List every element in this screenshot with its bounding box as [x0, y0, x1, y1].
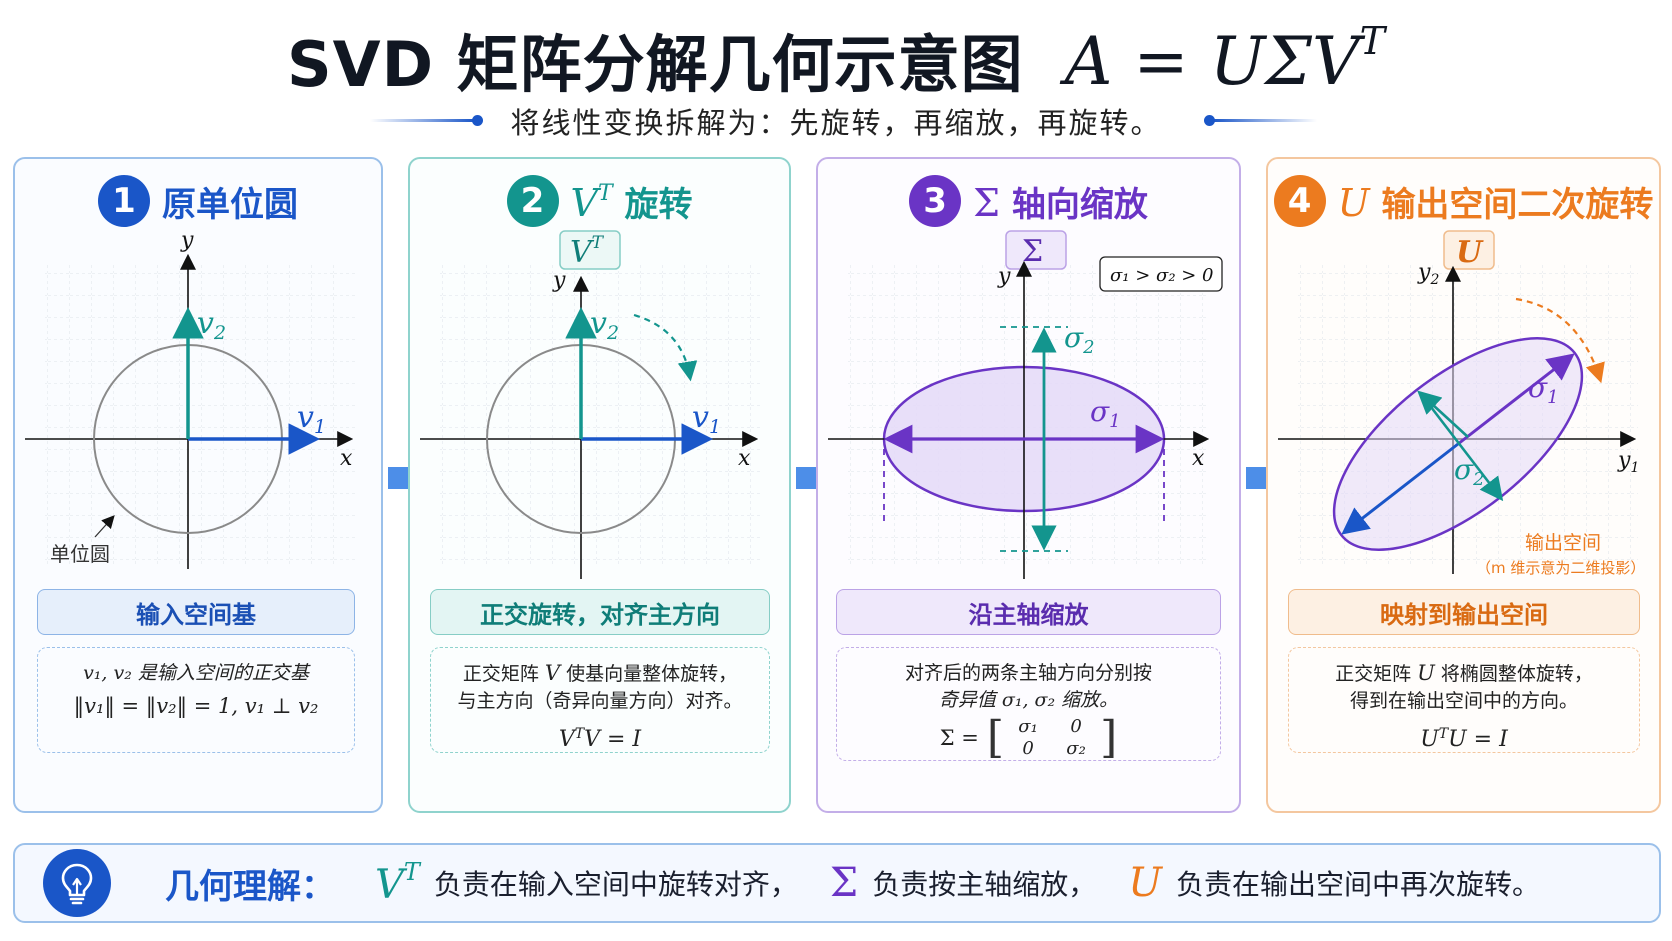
rotation-arrow [633, 313, 698, 382]
panel-header: 1 原单位圆 [15, 173, 381, 229]
desc-line-1: 对齐后的两条主轴方向分别按 [904, 662, 1152, 684]
sigma-scaling-plot: Σ σ₁ > σ₂ > 0 x y σ1 σ2 [828, 230, 1223, 579]
formula-base: A = UΣV [1064, 22, 1360, 100]
panel-description: v₁, v₂ 是输入空间的正交基 ‖v₁‖ = ‖v₂‖ = 1, v₁ ⊥ v… [37, 647, 355, 753]
panel-title: 原单位圆 [162, 184, 298, 225]
y2-axis-label: y2 [1417, 260, 1439, 288]
summary-sigma-text: 负责按主轴缩放， [872, 868, 1097, 901]
vt-badge-box [559, 230, 621, 270]
panel-label: 正交旋转，对齐主方向 [430, 589, 770, 635]
summary-text: 几何理解： VT 负责在输入空间中旋转对齐， Σ 负责按主轴缩放， U 负责在输… [165, 858, 1540, 908]
sigma2-vector-neg [1417, 390, 1469, 438]
sigma1-vector-neg [1341, 442, 1459, 535]
panel-label: 映射到输出空间 [1288, 589, 1640, 635]
unit-circle-annotation: 单位圆 [50, 542, 110, 566]
summary-u-symbol: U [1128, 860, 1162, 906]
step-number: 4 [1273, 175, 1326, 227]
u-rotation-plot: U y1 y2 σ1 σ2 输出空间 （m 维示意为二维投影） [1278, 230, 1645, 577]
x-axis-label: x [738, 446, 751, 471]
bracket-right: ] [1100, 712, 1118, 763]
subtitle: 将线性变换拆解为：先旋转，再缩放，再旋转。 [510, 106, 1162, 140]
desc-line-1: 正交矩阵 U 将椭圆整体旋转， [1335, 661, 1593, 685]
desc-line-2: 得到在输出空间中的方向。 [1349, 690, 1578, 712]
panel-label: 输入空间基 [37, 589, 355, 635]
desc-line-1: 正交矩阵 V 使基向量整体旋转， [462, 661, 738, 685]
panel-header: 2 VT 旋转 [410, 173, 789, 229]
y-axis-label: y [552, 268, 566, 293]
summary-vt-symbol: VT [375, 858, 420, 908]
desc-formula: VTV = I [558, 726, 642, 752]
panel-title: VT 旋转 [570, 180, 693, 225]
rotation-arrow [1515, 297, 1605, 384]
y-axis-label: y [180, 228, 194, 253]
desc-line-2: 奇异值 σ₁, σ₂ 缩放。 [938, 689, 1119, 711]
subtitle-dot-right [1204, 115, 1215, 126]
annotation-pointer [94, 515, 115, 538]
grid [440, 264, 760, 564]
step-number: 3 [909, 175, 962, 227]
summary-sigma-symbol: Σ [829, 860, 859, 906]
summary-lead: 几何理解： [165, 866, 335, 907]
panel-sigma-scaling: 3 Σ 轴向缩放 Σ σ₁ > σ₂ > 0 x y σ1 σ2 沿主轴缩放 对… [816, 157, 1241, 813]
panel-title: U 输出空间二次旋转 [1337, 180, 1654, 225]
condition-text: σ₁ > σ₂ > 0 [1110, 265, 1214, 286]
desc-formula: UTU = I [1420, 726, 1508, 752]
step-number: 2 [506, 175, 559, 227]
panel-vt-rotation: 2 VT 旋转 VT x y v1 v2 正交旋转，对齐主方向 正交矩阵 V 使… [408, 157, 791, 813]
summary-bar: 几何理解： VT 负责在输入空间中旋转对齐， Σ 负责按主轴缩放， U 负责在输… [13, 843, 1661, 923]
sigma2-label: σ2 [1064, 321, 1095, 358]
vt-badge: VT [570, 233, 605, 270]
page-title: SVD 矩阵分解几何示意图 A = UΣVT [0, 14, 1672, 104]
desc-line-2: ‖v₁‖ = ‖v₂‖ = 1, v₁ ⊥ v₂ [73, 694, 319, 718]
panel-label: 沿主轴缩放 [836, 589, 1221, 635]
panel-title: Σ 轴向缩放 [973, 180, 1148, 225]
unit-circle-plot: x y v1 v2 单位圆 [25, 228, 355, 569]
title-formula: A = UΣVT [1064, 19, 1385, 100]
projection-note: （m 维示意为二维投影） [1476, 559, 1645, 577]
u-badge-box [1443, 230, 1495, 270]
summary-vt-text: 负责在输入空间中旋转对齐， [433, 868, 798, 901]
u-badge: U [1456, 235, 1484, 270]
bracket-left: [ [986, 712, 1005, 763]
sigma-badge-box [1005, 230, 1067, 270]
y1-axis-label: y1 [1617, 448, 1639, 476]
panel-description: 正交矩阵 V 使基向量整体旋转， 与主方向（奇异向量方向）对齐。 VTV = I [430, 647, 770, 753]
panel-u-rotation: 4 U 输出空间二次旋转 U y1 y2 σ1 σ2 输出空间 （m 维示意为二… [1266, 157, 1661, 813]
sigma1-vector [1457, 353, 1575, 446]
desc-line-2: 与主方向（奇异向量方向）对齐。 [457, 690, 743, 712]
sigma-badge: Σ [1022, 234, 1043, 269]
panel-unit-circle: 1 原单位圆 x y v1 v2 单位圆 输入空间基 v₁, v₂ 是输入空间的… [13, 157, 383, 813]
sigma2-label: σ2 [1454, 453, 1485, 490]
panel-description: 正交矩阵 U 将椭圆整体旋转， 得到在输出空间中的方向。 UTU = I [1288, 647, 1640, 753]
lightbulb-icon [43, 849, 111, 917]
summary-u-text: 负责在输出空间中再次旋转。 [1175, 868, 1540, 901]
y-axis-label: y [997, 264, 1011, 289]
condition-box [1099, 256, 1223, 292]
sigma1-label: σ1 [1090, 395, 1121, 432]
panel-header: 4 U 输出空间二次旋转 [1268, 173, 1659, 229]
v2-label: v2 [590, 306, 619, 344]
panel-header: 3 Σ 轴向缩放 [818, 173, 1239, 229]
output-space-annotation: 输出空间 [1525, 532, 1601, 554]
v2-label: v2 [197, 306, 226, 344]
v1-label: v1 [692, 400, 721, 438]
subtitle-line-right [1212, 119, 1317, 122]
x-axis-label: x [340, 446, 353, 471]
x-axis-label: x [1192, 446, 1205, 471]
formula-sup: T [1359, 18, 1385, 63]
v1-label: v1 [297, 400, 326, 438]
subtitle-dot-left [472, 115, 483, 126]
subtitle-line-left [370, 119, 475, 122]
desc-line-1: v₁, v₂ 是输入空间的正交基 [83, 662, 309, 684]
vt-rotation-plot: VT x y v1 v2 [420, 230, 760, 579]
sigma1-label: σ1 [1528, 371, 1559, 408]
step-number: 1 [98, 175, 150, 227]
title-text: SVD 矩阵分解几何示意图 [286, 28, 1024, 101]
